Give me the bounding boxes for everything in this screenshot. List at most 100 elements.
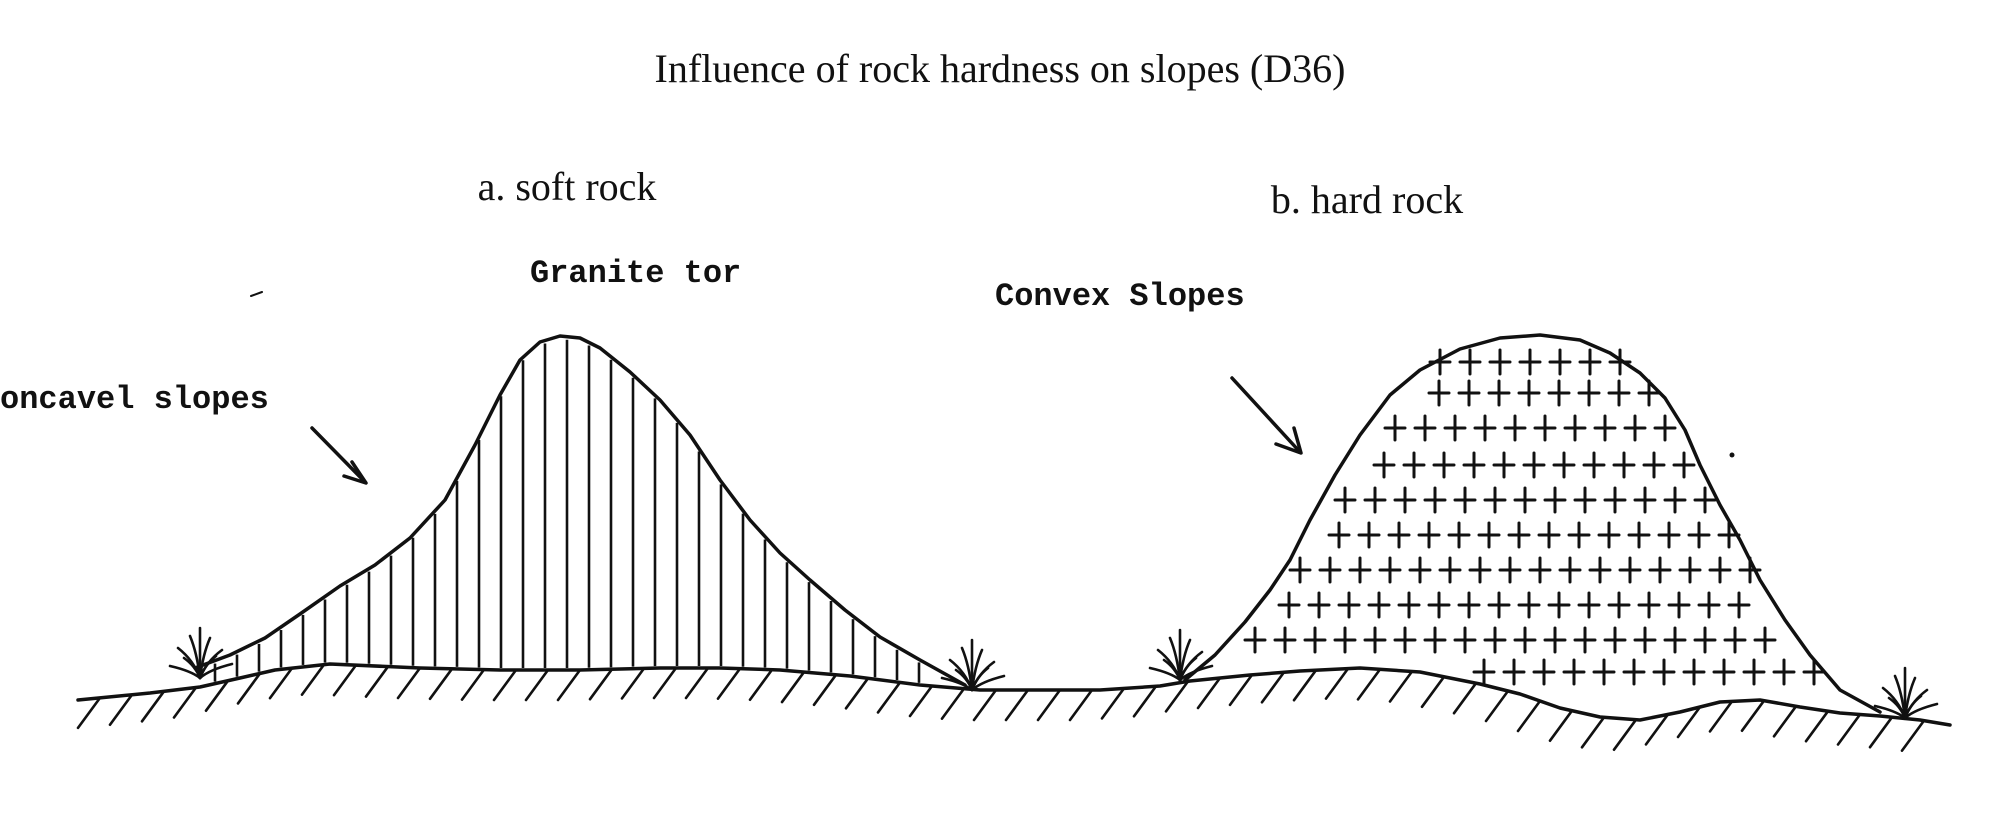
rock-cross — [1802, 658, 1826, 686]
ground-tick — [1356, 668, 1382, 701]
grass-tuft — [1873, 666, 1939, 720]
grass-blade — [1178, 656, 1198, 682]
rock-cross — [1273, 626, 1297, 654]
rock-cross — [1608, 348, 1632, 376]
ground-tick — [268, 666, 294, 700]
rock-cross — [1648, 556, 1672, 584]
ground-tick — [492, 668, 518, 702]
rock-cross — [1402, 451, 1426, 479]
rock-cross — [1457, 591, 1481, 619]
ground-tick — [300, 663, 326, 696]
ground-tick — [748, 668, 774, 702]
ground-tick — [76, 696, 102, 730]
rock-cross — [1333, 626, 1357, 654]
rock-cross — [1427, 379, 1451, 407]
rock-cross — [1417, 521, 1441, 549]
rock-cross — [1563, 414, 1587, 442]
stray-dot — [1729, 452, 1735, 458]
rock-cross — [1533, 414, 1557, 442]
ground-tick — [236, 672, 262, 705]
rock-cross — [1503, 414, 1527, 442]
label-granite-tor: Granite tor — [530, 255, 741, 292]
rock-cross — [1697, 591, 1721, 619]
rock-cross — [1738, 556, 1762, 584]
rock-cross — [1458, 348, 1482, 376]
arrow-convex-slopes — [1230, 376, 1303, 455]
grass-blade — [1162, 658, 1182, 682]
rock-cross — [1288, 556, 1312, 584]
rock-cross — [1413, 414, 1437, 442]
rock-cross — [1547, 379, 1571, 407]
ground-tick — [1324, 667, 1350, 700]
rock-cross — [1397, 591, 1421, 619]
ground-tick — [780, 670, 806, 704]
ground-tick — [1612, 718, 1638, 752]
ground-tick — [1484, 689, 1510, 723]
rock-cross — [1307, 591, 1331, 619]
ground-tick — [1676, 705, 1702, 739]
rock-cross — [1593, 414, 1617, 442]
rock-cross — [1753, 626, 1777, 654]
ground-tick — [588, 667, 614, 701]
rock-cross — [1357, 521, 1381, 549]
soft-rock-hill-outline — [193, 334, 967, 687]
rock-cross — [1578, 348, 1602, 376]
rock-cross — [1582, 451, 1606, 479]
rock-cross — [1462, 451, 1486, 479]
rock-cross — [1558, 556, 1582, 584]
rock-cross — [1548, 348, 1572, 376]
rock-cross — [1468, 556, 1492, 584]
rock-cross — [1663, 626, 1687, 654]
ground-tick — [1580, 715, 1606, 749]
grass-tuft — [940, 638, 1006, 692]
rock-cross — [1678, 556, 1702, 584]
rock-cross — [1277, 591, 1301, 619]
rock-cross — [1663, 486, 1687, 514]
ground-tick — [1068, 688, 1094, 722]
rock-cross — [1473, 414, 1497, 442]
rock-cross — [1682, 658, 1706, 686]
grass-blade — [182, 656, 202, 680]
rock-cross — [1318, 556, 1342, 584]
rock-cross — [1537, 521, 1561, 549]
rock-cross — [1477, 521, 1501, 549]
rock-cross — [1502, 658, 1526, 686]
grass-blade — [954, 668, 974, 692]
rock-cross — [1653, 414, 1677, 442]
rock-cross — [1528, 556, 1552, 584]
rock-cross — [1607, 591, 1631, 619]
ground-tick — [844, 677, 870, 710]
ground-tick — [1132, 684, 1158, 718]
rock-cross — [1438, 556, 1462, 584]
ground-tick — [652, 666, 678, 700]
rock-cross — [1627, 521, 1651, 549]
rock-cross — [1337, 591, 1361, 619]
rock-cross — [1667, 591, 1691, 619]
rock-cross — [1727, 591, 1751, 619]
ground-tick — [1548, 709, 1574, 743]
rock-cross — [1363, 626, 1387, 654]
ground-tick — [1516, 699, 1542, 733]
rock-cross — [1592, 658, 1616, 686]
caption-soft-rock: a. soft rock — [478, 164, 657, 209]
ground-tick — [108, 693, 134, 727]
rock-cross — [1717, 521, 1741, 549]
rock-cross — [1457, 379, 1481, 407]
rock-cross — [1453, 486, 1477, 514]
rock-cross — [1772, 658, 1796, 686]
grass-blade — [1887, 696, 1907, 720]
rock-cross — [1603, 486, 1627, 514]
ground-tick — [1196, 676, 1222, 710]
ground-tick — [1228, 673, 1254, 707]
ground-tick — [1804, 709, 1830, 743]
rock-cross — [1408, 556, 1432, 584]
ground-tick — [1420, 675, 1446, 709]
ground-tick — [1772, 704, 1798, 738]
rock-cross — [1423, 626, 1447, 654]
rock-cross — [1483, 626, 1507, 654]
rock-cross — [1693, 626, 1717, 654]
label-concave-slopes: oncavel slopes — [0, 381, 269, 418]
rock-cross — [1333, 486, 1357, 514]
rock-cross — [1633, 626, 1657, 654]
rock-cross — [1517, 591, 1541, 619]
